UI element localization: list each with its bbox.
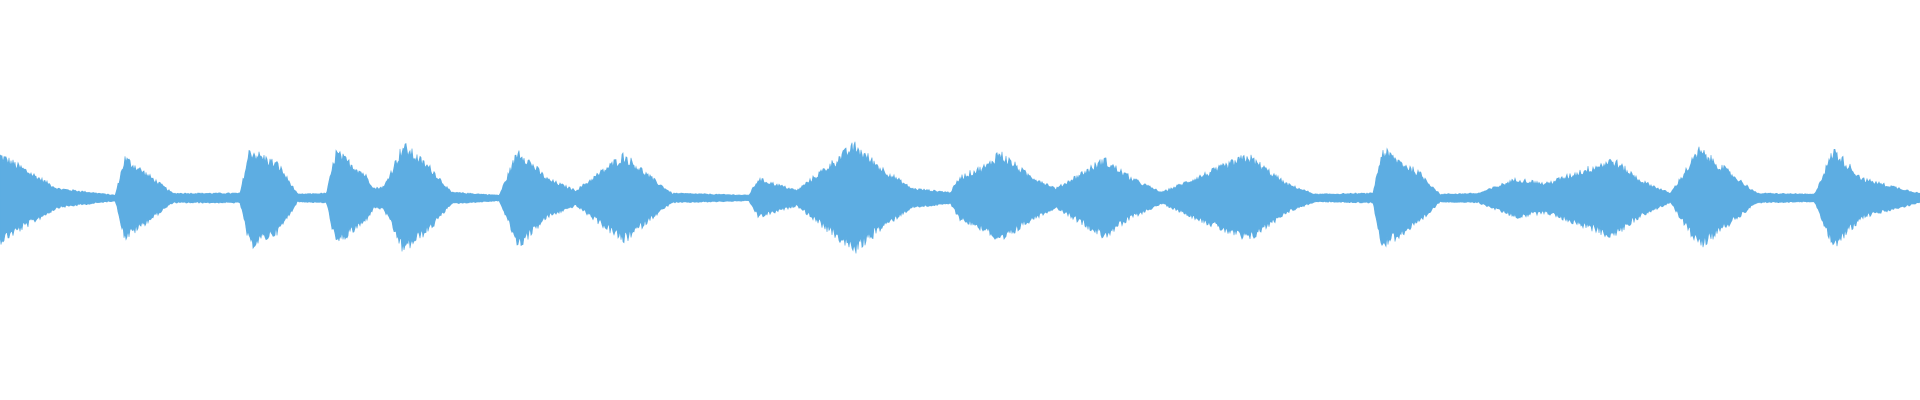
waveform <box>0 141 1920 254</box>
waveform-graphic <box>0 141 1920 254</box>
